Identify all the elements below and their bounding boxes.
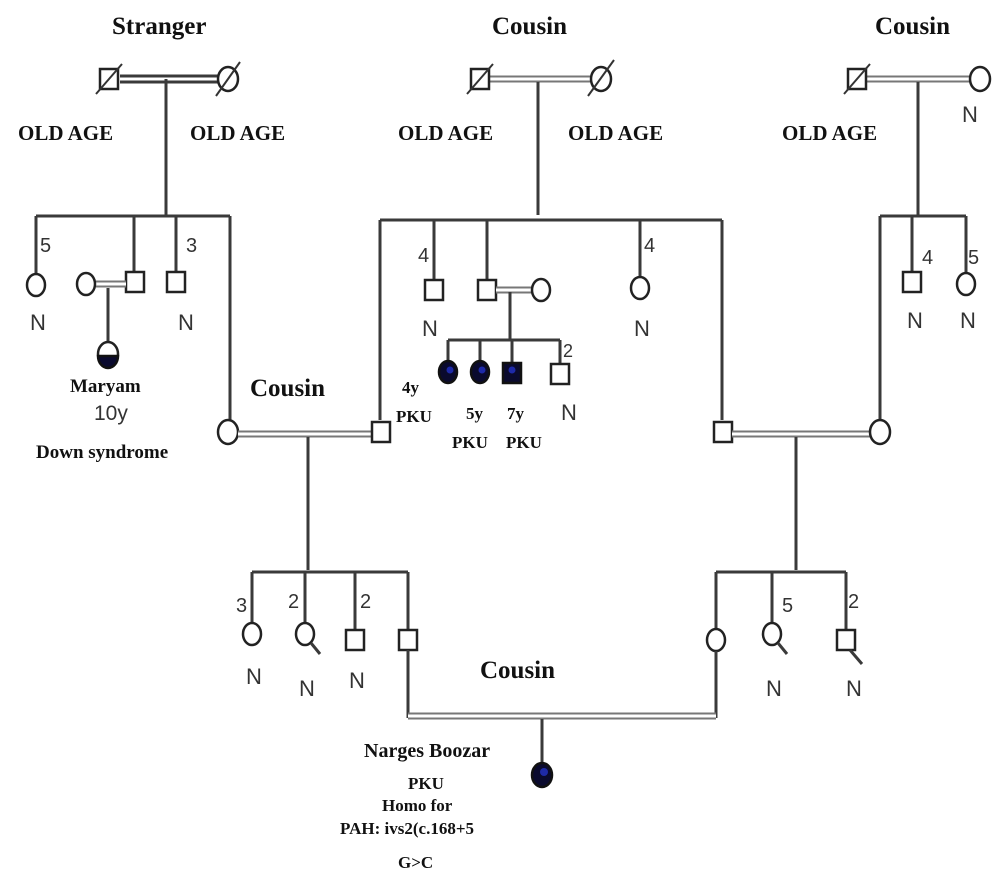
label-stranger: Stranger [112,13,206,40]
label-maryam: Maryam [70,376,141,397]
label-age: 5y [466,404,484,423]
label-cousin: Cousin [492,13,567,40]
male-sibs [549,362,571,386]
label-down-syndrome: Down syndrome [36,442,168,463]
male [476,278,498,302]
deceased-slash [95,63,123,95]
label-old-age: OLD AGE [398,121,493,145]
label-normal: N [561,400,577,425]
label-age: 7y [507,404,525,423]
sibship-count: 2 [848,591,859,613]
label-normal: N [246,664,262,689]
sibship-count: 3 [186,235,197,257]
tail-marker [848,649,864,665]
deceased-slash [587,59,615,97]
label-cousin: Cousin [250,375,325,402]
label-normal: N [960,308,976,333]
sibship-count: 2 [288,591,299,613]
female [868,418,892,446]
label-mutation: PAH: ivs2(c.168+5 [340,819,474,838]
female-sibs [25,272,47,298]
sibship-count: 3 [236,595,247,617]
deceased-slash [843,63,871,95]
sibship-count: 5 [782,595,793,617]
label-normal: N [299,676,315,701]
label-old-age: OLD AGE [18,121,113,145]
sibship-count: 4 [644,235,655,257]
generation-5-proband [408,712,716,789]
generation-2-right [878,214,977,420]
affected-marker [540,768,548,776]
label-normal: N [846,676,862,701]
generation-1-symbols [95,59,992,97]
label-age: 4y [402,378,420,397]
male [370,420,392,444]
label-normal: N [962,102,978,127]
generation-4-right [705,570,864,718]
sibship-count: 2 [563,341,573,361]
female-sibs [294,621,316,647]
male-sibs [835,628,857,652]
generation-2-left [25,214,232,420]
label-normal: N [349,668,365,693]
label-old-age: OLD AGE [782,121,877,145]
label-pku: PKU [408,774,444,793]
label-normal: N [907,308,923,333]
label-cousin: Cousin [875,13,950,40]
label-normal: N [634,316,650,341]
affected-marker [478,366,486,374]
label-genotype: Homo for [382,796,453,815]
tail-marker [776,642,789,655]
female-sibs [629,275,651,301]
tail-marker [309,642,322,655]
label-normal: N [766,676,782,701]
deceased-slash [215,61,241,97]
male-sibs [165,270,187,294]
label-cousin: Cousin [480,657,555,684]
generation-2-mid [378,218,724,420]
female-sibs [761,621,783,647]
female-sibs [955,271,977,297]
female-spouse [530,277,552,303]
half-filled-mark [96,354,120,370]
sibship-count: 4 [922,247,933,269]
male [124,270,146,294]
male-sibs [901,270,923,294]
sibship-count: 4 [418,245,429,267]
female [705,627,727,653]
label-normal: N [422,316,438,341]
label-pku: PKU [452,433,488,452]
female [216,418,240,446]
deceased-slash [466,63,494,95]
affected-marker [508,366,516,374]
generation-1-lines [120,74,972,215]
generation-4-left [241,570,419,718]
female-sibs [241,621,263,647]
label-normal: N [178,310,194,335]
affected-marker [446,366,454,374]
sibship-count: 2 [360,591,371,613]
male-sibs [423,278,445,302]
sibship-count: 5 [40,235,51,257]
label-proband-name: Narges Boozar [364,740,490,762]
label-pku: PKU [506,433,542,452]
male [712,420,734,444]
label-old-age: OLD AGE [568,121,663,145]
female-spouse [75,271,97,297]
label-mutation-base: G>C [398,853,433,872]
label-age: 10y [94,402,128,425]
label-pku: PKU [396,407,432,426]
male [397,628,419,652]
female-right [968,65,992,93]
label-old-age: OLD AGE [190,121,285,145]
label-normal: N [30,310,46,335]
male-sibs [344,628,366,652]
sibship-count: 5 [968,247,979,269]
generation-3-matings [216,418,892,570]
